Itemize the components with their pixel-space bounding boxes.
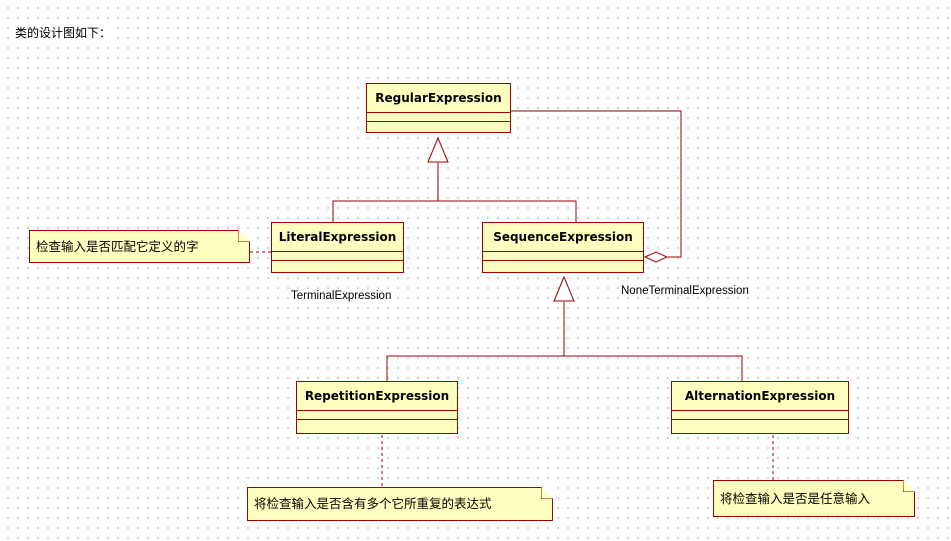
note-fold-icon: [238, 230, 250, 242]
class-sequence-expression[interactable]: SequenceExpression: [482, 222, 644, 273]
inheritance-line-literal: [332, 163, 439, 222]
class-repetition-expression[interactable]: RepetitionExpression: [296, 381, 458, 434]
note-alternation[interactable]: 将检查输入是否是任意输入: [713, 480, 915, 517]
class-attributes: [483, 252, 643, 261]
aggregation-line: [511, 110, 682, 258]
note-fold-icon: [903, 480, 915, 492]
class-name: RegularExpression: [367, 84, 510, 113]
inheritance-line-alternation: [564, 355, 743, 381]
class-operations: [483, 261, 643, 269]
class-attributes: [297, 411, 457, 420]
class-literal-expression[interactable]: LiteralExpression: [271, 222, 404, 273]
class-attributes: [272, 252, 403, 261]
nonterminal-expression-label: NoneTerminalExpression: [621, 285, 749, 297]
class-operations: [672, 420, 848, 428]
terminal-expression-label: TerminalExpression: [291, 290, 392, 302]
class-alternation-expression[interactable]: AlternationExpression: [671, 381, 849, 434]
inheritance-line-repetition: [386, 302, 565, 381]
class-name: AlternationExpression: [672, 382, 848, 411]
inheritance-arrow-regular: [427, 136, 449, 163]
class-regular-expression[interactable]: RegularExpression: [366, 83, 511, 133]
note-text: 将检查输入是否含有多个它所重复的表达式: [254, 496, 492, 511]
aggregation-diamond: [643, 251, 669, 263]
class-operations: [367, 122, 510, 130]
note-text: 检查输入是否匹配它定义的字: [36, 239, 199, 254]
class-operations: [297, 420, 457, 428]
class-operations: [272, 261, 403, 269]
class-attributes: [367, 113, 510, 122]
class-attributes: [672, 411, 848, 420]
class-name: LiteralExpression: [272, 223, 403, 252]
note-repetition[interactable]: 将检查输入是否含有多个它所重复的表达式: [247, 487, 553, 521]
page-heading: 类的设计图如下：: [14, 24, 113, 41]
class-name: SequenceExpression: [483, 223, 643, 252]
note-fold-icon: [541, 487, 553, 499]
class-name: RepetitionExpression: [297, 382, 457, 411]
inheritance-line-sequence: [438, 200, 577, 222]
note-text: 将检查输入是否是任意输入: [720, 491, 871, 506]
note-literal[interactable]: 检查输入是否匹配它定义的字: [29, 230, 250, 263]
inheritance-arrow-sequence: [553, 275, 575, 302]
